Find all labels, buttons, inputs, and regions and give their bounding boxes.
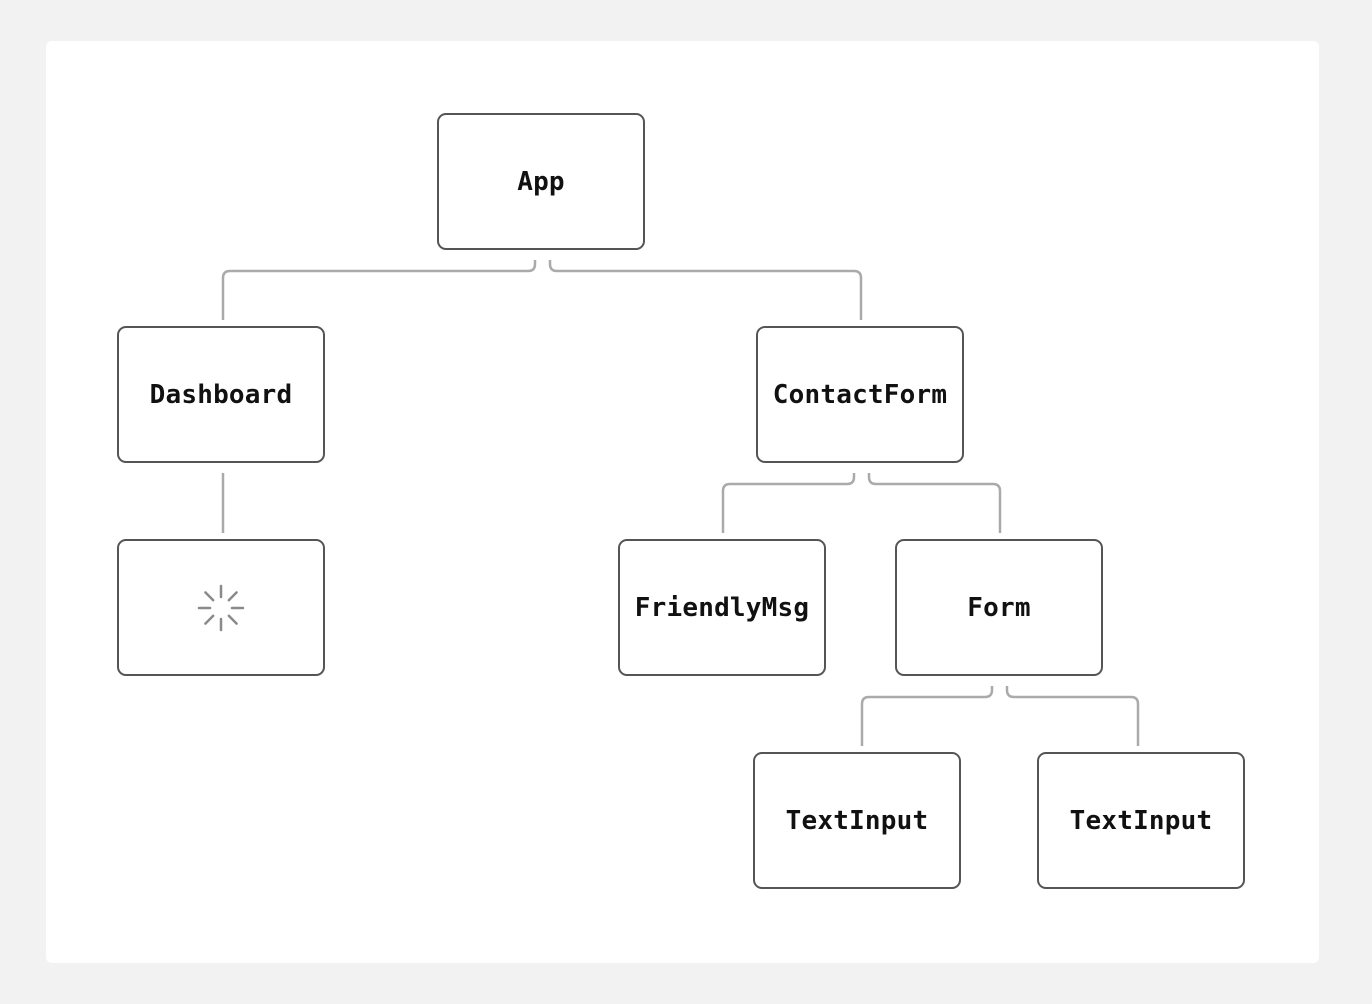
node-text-input-2: TextInput (1037, 752, 1245, 889)
node-label: Form (967, 592, 1031, 623)
node-label: FriendlyMsg (634, 592, 810, 623)
node-label: TextInput (1069, 805, 1213, 836)
node-text-input-1: TextInput (753, 752, 961, 889)
node-label: Dashboard (149, 379, 293, 410)
node-loading (117, 539, 325, 676)
node-form: Form (895, 539, 1103, 676)
loading-spinner-icon (197, 584, 245, 631)
node-label: ContactForm (772, 379, 948, 410)
node-contact-form: ContactForm (756, 326, 964, 463)
node-friendly-msg: FriendlyMsg (618, 539, 826, 676)
node-label: TextInput (785, 805, 929, 836)
node-dashboard: Dashboard (117, 326, 325, 463)
node-label: App (517, 166, 565, 197)
node-app: App (437, 113, 645, 250)
